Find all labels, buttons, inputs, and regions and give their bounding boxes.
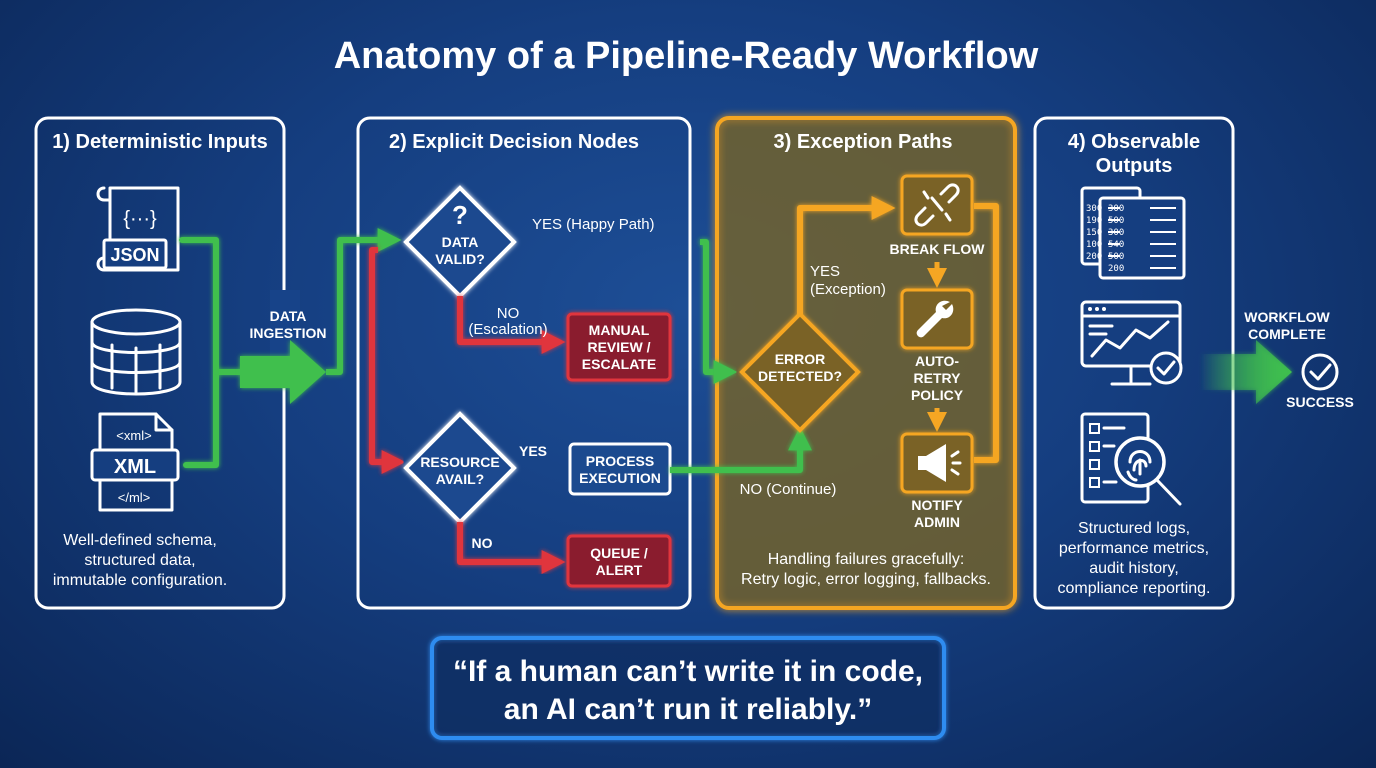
panel-decisions-heading: 2) Explicit Decision Nodes — [389, 131, 639, 153]
json-label: JSON — [110, 245, 159, 265]
notify-admin-label-1: NOTIFY — [911, 497, 963, 513]
auto-retry-box — [900, 288, 974, 350]
inputs-desc-3: immutable configuration. — [53, 572, 227, 589]
error-detected-label-2: DETECTED? — [758, 368, 842, 384]
resource-avail-node: RESOURCE AVAIL? — [403, 411, 517, 525]
exceptions-desc-1: Handling failures gracefully: — [768, 551, 965, 568]
process-execution-label-2: EXECUTION — [579, 470, 661, 486]
data-ingestion-label-2: INGESTION — [249, 325, 326, 341]
monitor-chart-icon — [1080, 300, 1183, 386]
audit-fingerprint-icon — [1080, 412, 1182, 506]
panel-decisions — [356, 116, 692, 610]
notify-admin-label-2: ADMIN — [914, 514, 960, 530]
panel-exceptions-heading: 3) Exception Paths — [774, 131, 953, 153]
outputs-desc-2: performance metrics, — [1059, 540, 1209, 557]
manual-review-label-1: MANUAL — [589, 322, 650, 338]
inputs-desc-1: Well-defined schema, — [63, 532, 217, 549]
xml-file-icon: <xml> XML </ml> — [90, 412, 180, 512]
happy-path-to-error-check — [700, 239, 738, 384]
process-execution-label-1: PROCESS — [586, 453, 654, 469]
resource-avail-label-1: RESOURCE — [420, 454, 499, 470]
data-valid-label-1: DATA — [442, 234, 479, 250]
resource-no-label: NO — [472, 535, 493, 551]
no-escalation-label-1: NO — [497, 305, 520, 322]
workflow-complete-label-2: COMPLETE — [1248, 326, 1326, 342]
process-to-error-check — [670, 426, 812, 473]
outputs-desc-3: audit history, — [1089, 560, 1179, 577]
log-number: 300 — [1108, 204, 1124, 214]
megaphone-icon — [918, 444, 962, 482]
log-table-icon: 300 190 150 100 200 300 500 300 540 500 200 — [1080, 186, 1186, 280]
exception-bracket-line — [974, 203, 999, 463]
exception-path-line — [797, 196, 896, 314]
log-number: 200 — [1086, 252, 1102, 262]
log-number: 190 — [1086, 216, 1102, 226]
queue-alert-box: QUEUE / ALERT — [566, 534, 672, 588]
inputs-desc-2: structured data, — [84, 552, 195, 569]
workflow-complete-label-1: WORKFLOW — [1244, 309, 1330, 325]
check-circle-icon — [1301, 353, 1339, 391]
flow-to-data-valid — [326, 228, 402, 375]
database-icon — [90, 308, 182, 396]
panel-outputs-heading-1: 4) Observable — [1068, 131, 1200, 153]
data-valid-label-2: VALID? — [435, 251, 485, 267]
break-flow-label: BREAK FLOW — [890, 241, 986, 257]
outputs-desc-4: compliance reporting. — [1058, 580, 1211, 597]
flow-to-resource-avail — [369, 247, 406, 474]
json-braces: {···} — [123, 208, 157, 230]
xml-open-tag: <xml> — [116, 428, 151, 443]
process-execution-box: PROCESS EXECUTION — [568, 442, 672, 496]
resource-no-line — [457, 522, 566, 574]
quote-line-1: “If a human can’t write it in code, — [453, 655, 923, 688]
break-flow-box — [900, 174, 974, 236]
log-number: 150 — [1086, 228, 1102, 238]
manual-review-label-3: ESCALATE — [582, 356, 656, 372]
ingestion-arrow — [240, 340, 326, 404]
xml-label: XML — [114, 456, 156, 478]
auto-retry-label-3: POLICY — [911, 387, 964, 403]
page-title: Anatomy of a Pipeline-Ready Workflow — [334, 35, 1039, 77]
queue-alert-label-1: QUEUE / — [590, 545, 648, 561]
yes-happy-path-label: YES (Happy Path) — [532, 216, 655, 233]
log-number: 300 — [1108, 228, 1124, 238]
panel-inputs-heading: 1) Deterministic Inputs — [52, 131, 268, 153]
exceptions-desc-2: Retry logic, error logging, fallbacks. — [741, 571, 991, 588]
manual-review-box: MANUAL REVIEW / ESCALATE — [566, 312, 672, 382]
resource-yes-label: YES — [519, 443, 547, 459]
queue-alert-label-2: ALERT — [596, 562, 643, 578]
success-arrow — [1200, 340, 1292, 404]
no-continue-label: NO (Continue) — [740, 481, 837, 498]
auto-retry-label-2: RETRY — [914, 370, 962, 386]
log-number: 500 — [1108, 216, 1124, 226]
json-file-icon: {···} JSON — [96, 186, 180, 272]
log-number: 500 — [1108, 252, 1124, 262]
escalation-line — [457, 296, 566, 354]
outputs-desc-1: Structured logs, — [1078, 520, 1190, 537]
broken-link-icon — [914, 183, 960, 227]
data-valid-question-mark: ? — [452, 200, 468, 230]
manual-review-label-2: REVIEW / — [587, 339, 650, 355]
xml-close-tag: </ml> — [118, 490, 151, 505]
data-ingestion-label-1: DATA — [270, 308, 307, 324]
auto-retry-label-1: AUTO- — [915, 353, 959, 369]
resource-avail-label-2: AVAIL? — [436, 471, 484, 487]
yes-exception-label-1: YES — [810, 263, 840, 280]
wrench-icon — [916, 300, 954, 338]
log-number: 200 — [1108, 264, 1124, 274]
panel-outputs-heading-2: Outputs — [1096, 155, 1173, 177]
log-number: 300 — [1086, 204, 1102, 214]
error-detected-node: ERROR DETECTED? — [739, 311, 861, 433]
quote-box — [430, 636, 946, 740]
error-detected-label-1: ERROR — [775, 351, 826, 367]
notify-admin-box — [900, 432, 974, 494]
no-escalation-label-2: (Escalation) — [468, 321, 547, 338]
success-label: SUCCESS — [1286, 394, 1354, 410]
log-number: 100 — [1086, 240, 1102, 250]
quote-line-2: an AI can’t run it reliably.” — [504, 693, 872, 726]
yes-exception-label-2: (Exception) — [810, 281, 886, 298]
data-valid-node: ? DATA VALID? — [403, 185, 517, 299]
log-number: 540 — [1108, 240, 1124, 250]
